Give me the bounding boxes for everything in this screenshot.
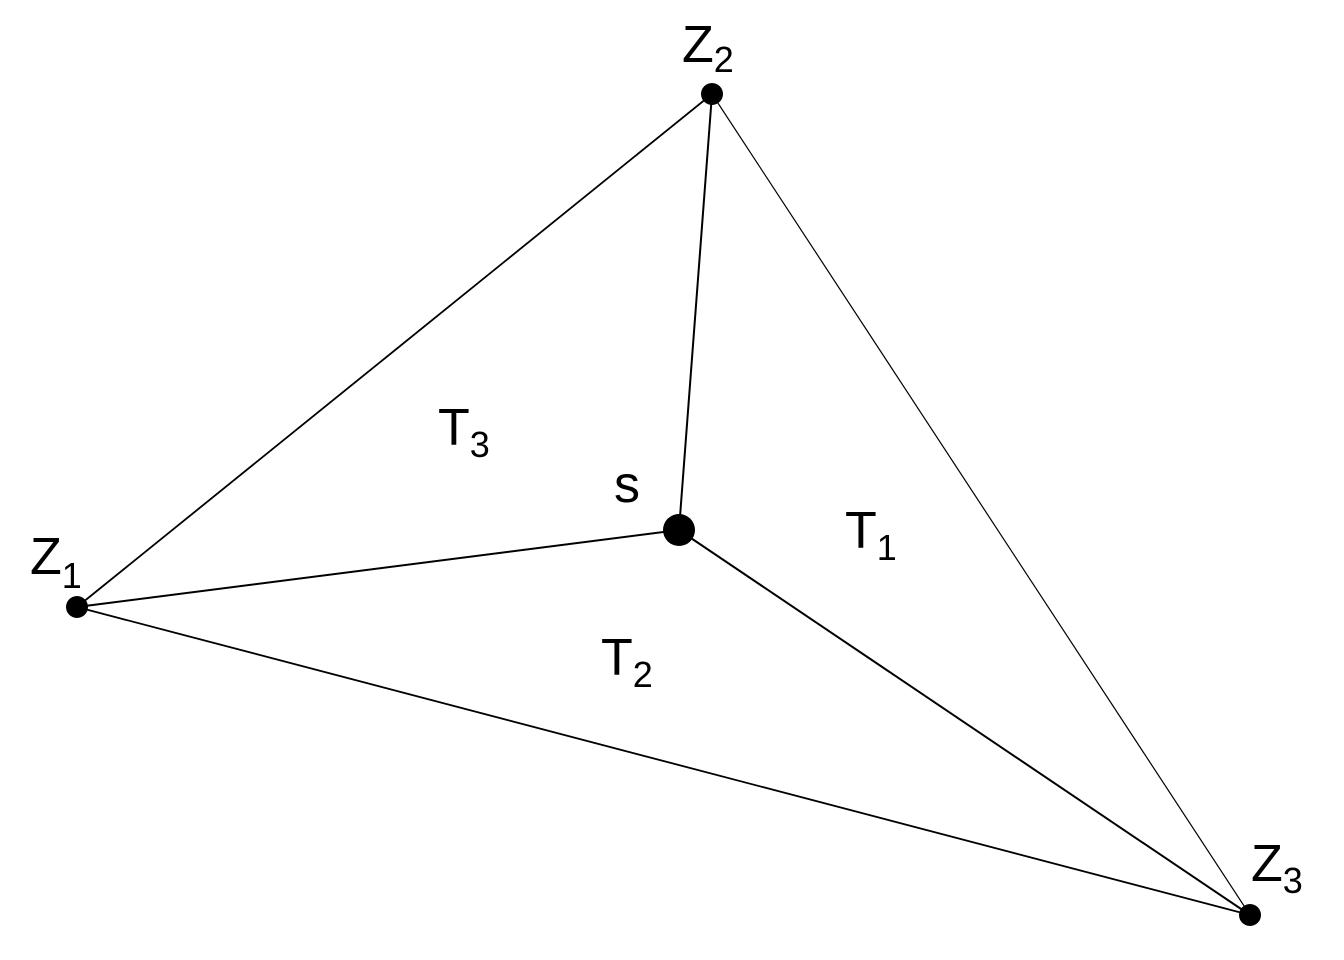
- region-t2-letter: T: [601, 629, 633, 687]
- vertex-s-label: s: [614, 456, 640, 514]
- region-t3-letter: T: [438, 399, 470, 457]
- edge-z2-z3: [711, 93, 1251, 916]
- vertex-z3-point: [1239, 904, 1261, 926]
- edge-s-z2: [678, 93, 713, 531]
- edge-z1-z3: [76, 606, 1251, 916]
- vertex-z1-label: Z1: [30, 528, 82, 596]
- vertex-z1-subscript: 1: [62, 555, 82, 596]
- region-t1-label: T1: [845, 502, 897, 568]
- vertex-z3-label: Z3: [1251, 835, 1303, 901]
- vertex-z1-point: [66, 596, 88, 618]
- vertex-z2-point: [701, 83, 723, 105]
- region-t2-subscript: 2: [633, 654, 653, 695]
- region-t1-subscript: 1: [877, 527, 897, 568]
- vertex-z3-letter: Z: [1251, 835, 1283, 893]
- vertex-z2-subscript: 2: [714, 39, 734, 80]
- edge-z1-z2: [76, 93, 713, 608]
- region-t3-label: T3: [438, 399, 490, 465]
- region-t3-subscript: 3: [470, 424, 490, 465]
- vertex-z1-letter: Z: [30, 528, 62, 586]
- vertex-z2-label: Z2: [682, 16, 734, 80]
- region-t1-letter: T: [845, 502, 877, 560]
- vertex-z3-subscript: 3: [1283, 860, 1303, 901]
- region-t2-label: T2: [601, 629, 653, 695]
- edge-s-z3: [678, 529, 1251, 916]
- vertex-z2-letter: Z: [682, 16, 714, 74]
- edge-s-z1: [76, 529, 680, 608]
- vertex-s-point: [663, 514, 695, 546]
